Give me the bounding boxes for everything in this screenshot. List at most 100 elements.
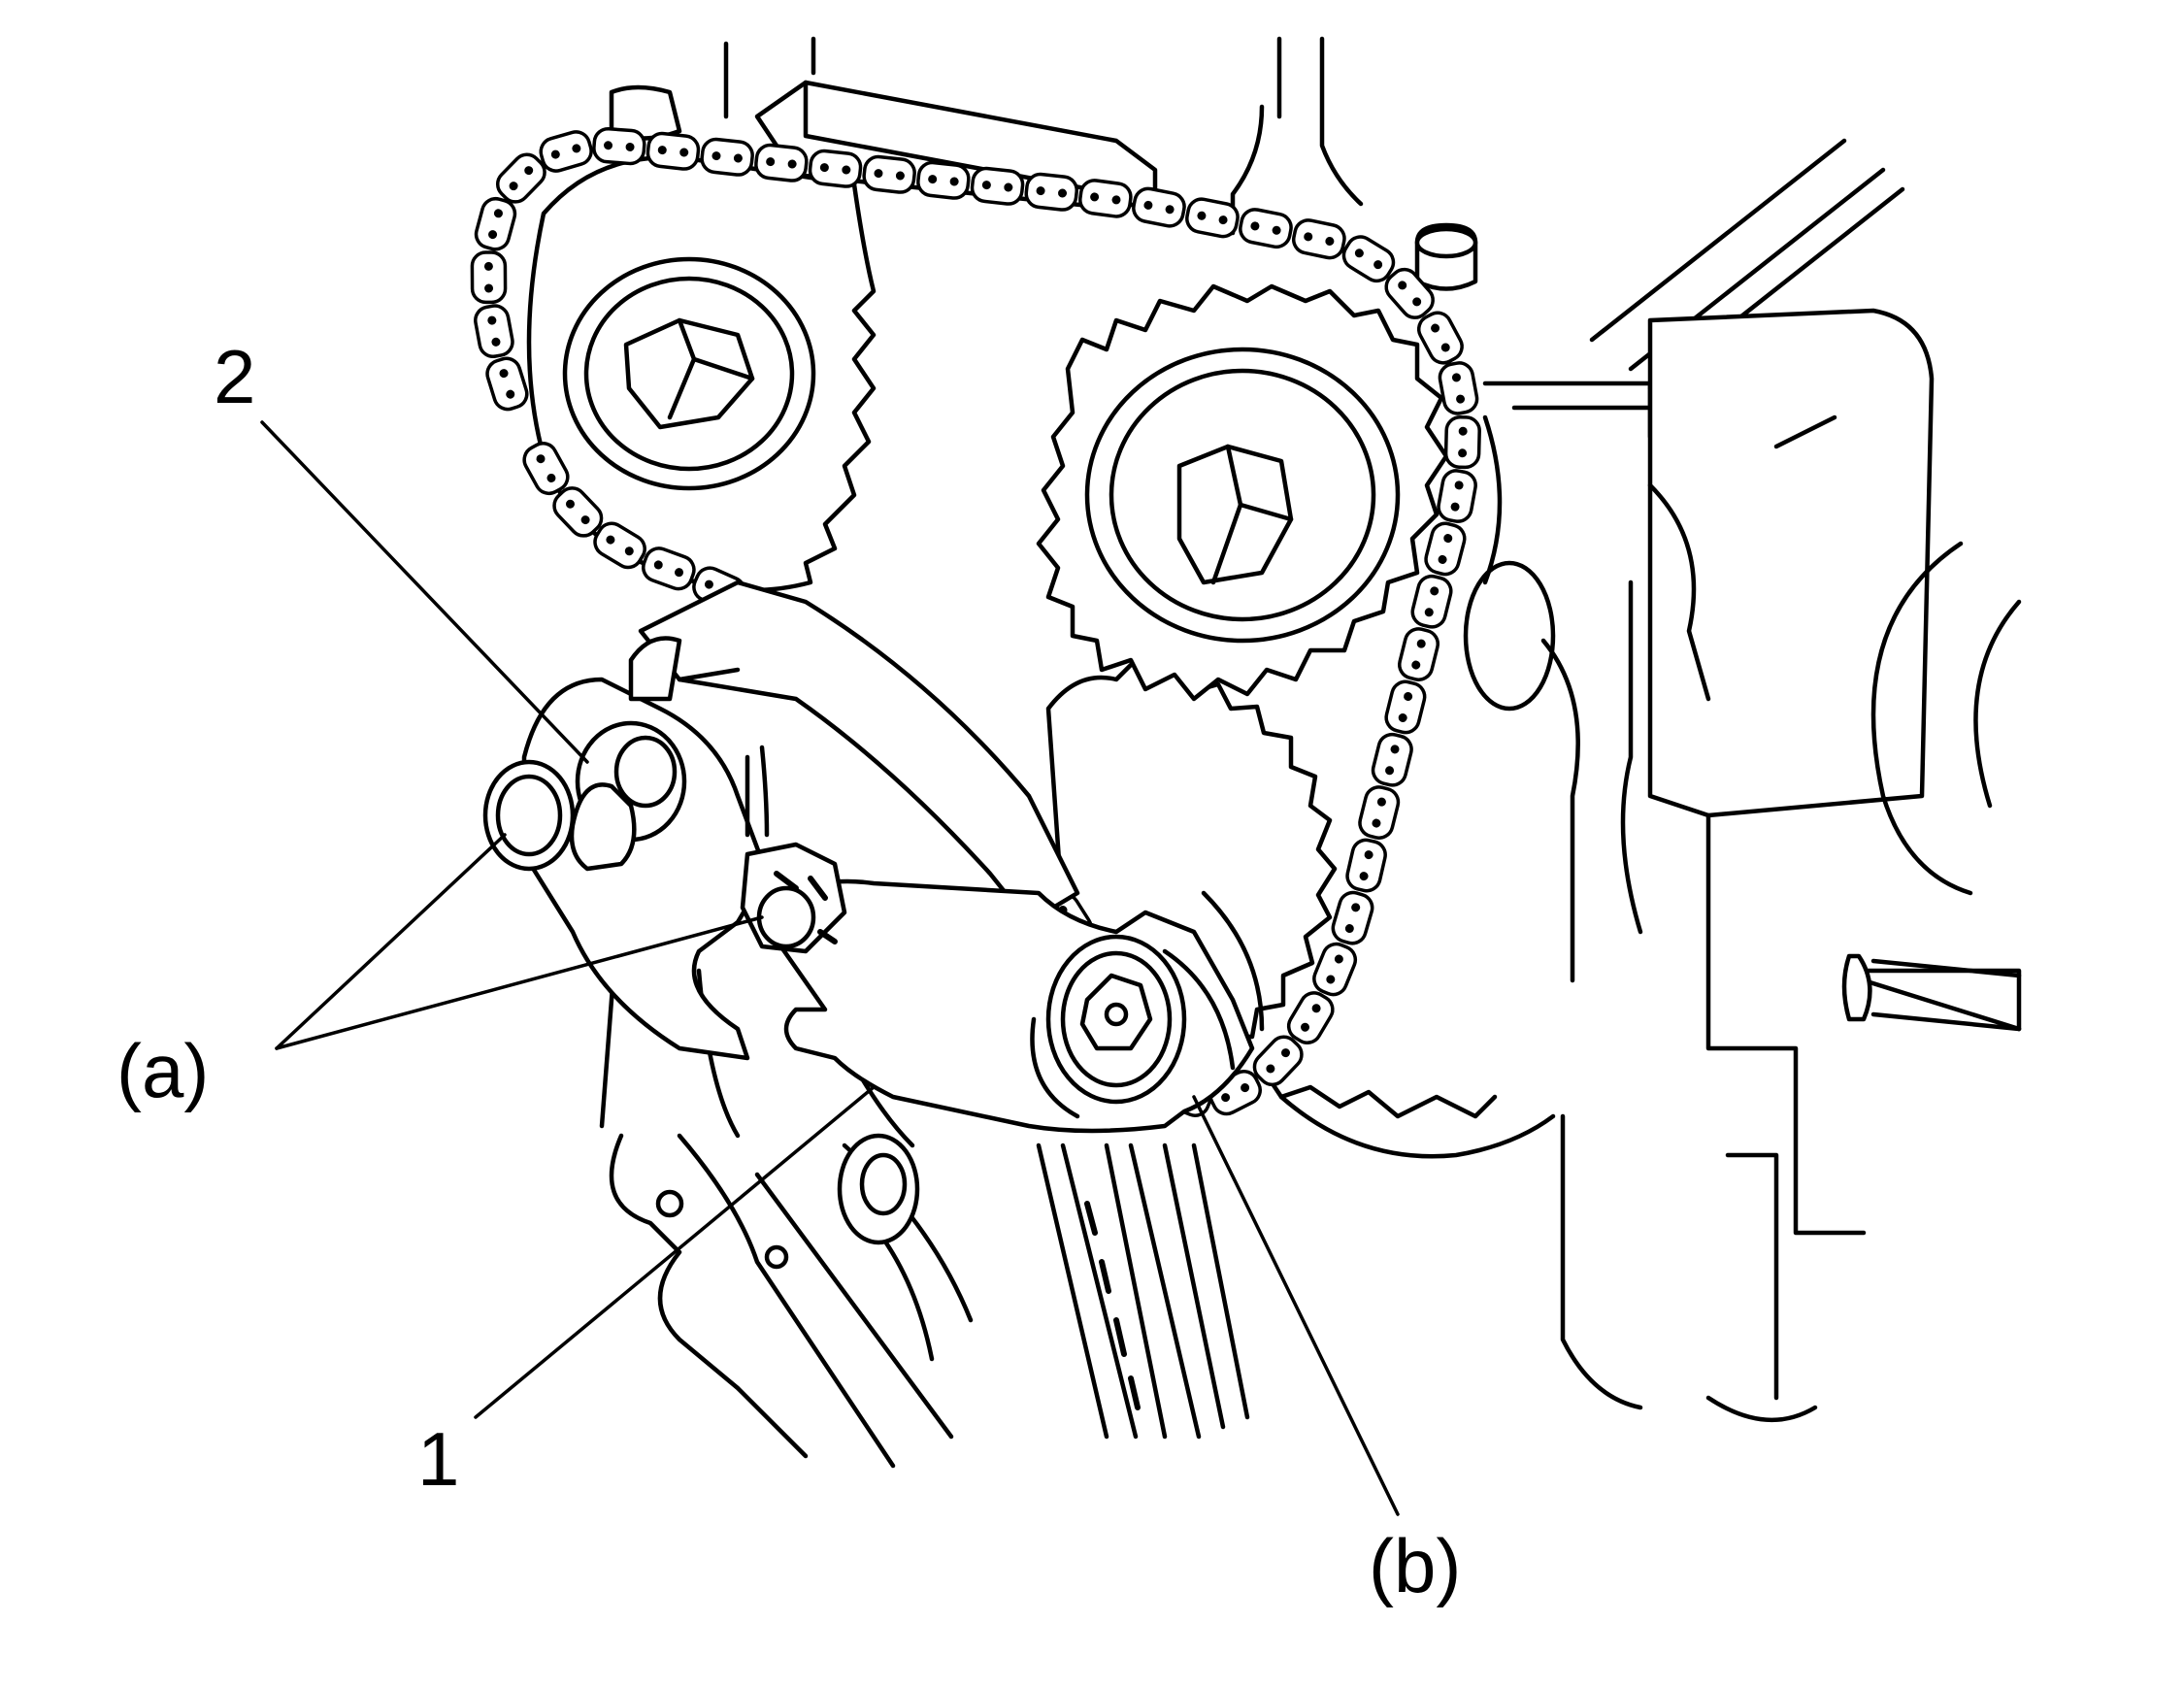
- chain-pin: [1385, 766, 1395, 776]
- chain-link: [1078, 179, 1133, 218]
- chain-pin: [483, 261, 493, 271]
- chain-pin: [1431, 323, 1440, 333]
- chain-link: [1341, 235, 1396, 283]
- chain-pin: [766, 157, 776, 167]
- callout-ref-a: (a): [116, 1028, 209, 1113]
- chain-link: [1358, 785, 1401, 840]
- chain-pin: [625, 142, 635, 151]
- chain-pin: [1281, 1048, 1291, 1058]
- chain-pin: [493, 209, 503, 218]
- chain-pin: [1325, 237, 1335, 247]
- chain-link: [970, 166, 1025, 206]
- chain-link: [1416, 311, 1464, 365]
- chain-pin: [1416, 639, 1426, 648]
- chain-link: [1410, 574, 1453, 629]
- chain-link: [1239, 208, 1293, 249]
- chain-link: [1371, 732, 1413, 787]
- chain-pin: [1458, 448, 1468, 458]
- chain-pin: [524, 166, 534, 176]
- chain-pin: [1351, 903, 1361, 912]
- chain-pin: [491, 337, 501, 347]
- chain-link: [539, 130, 593, 173]
- chain-pin: [787, 159, 797, 169]
- left-camshaft-sprocket: [526, 155, 877, 593]
- chain-pin: [1398, 712, 1407, 722]
- chain-pin: [1354, 248, 1364, 258]
- chain-pin: [1372, 818, 1381, 828]
- chain-pin: [546, 473, 556, 482]
- chain-pin: [1456, 394, 1466, 404]
- chain-link: [1384, 679, 1427, 735]
- chain-link: [1398, 627, 1440, 681]
- chain-pin: [1404, 692, 1413, 702]
- chain-link: [1185, 197, 1240, 239]
- callout-part-2: 2: [214, 334, 255, 419]
- chain-link: [474, 196, 517, 251]
- chain-pin: [819, 163, 829, 173]
- chain-pin: [928, 175, 938, 184]
- chain-pin: [1451, 373, 1461, 382]
- callout-ref-b: (b): [1369, 1523, 1461, 1608]
- chain-pin: [704, 580, 713, 589]
- callout-labels: 2 (a) 1 (b): [116, 334, 1461, 1608]
- chain-pin: [1359, 872, 1369, 881]
- chain-pin: [711, 151, 721, 161]
- chain-pin: [1036, 186, 1045, 196]
- chain-link: [916, 160, 971, 200]
- chain-link: [1024, 172, 1079, 212]
- chain-pin: [1390, 745, 1400, 754]
- chain-link: [1345, 838, 1387, 893]
- chain-pin: [675, 568, 684, 578]
- chain-pin: [657, 146, 667, 155]
- chain-pin: [1197, 211, 1207, 220]
- chain-pin: [1111, 195, 1121, 205]
- chain-pin: [624, 546, 634, 556]
- chain-pin: [1458, 426, 1468, 436]
- chain-pin: [1438, 554, 1447, 564]
- chain-pin: [1058, 188, 1068, 198]
- chain-link: [1437, 469, 1477, 523]
- chain-link: [1443, 414, 1481, 470]
- chain-link: [862, 154, 916, 194]
- chain-pin: [1424, 608, 1434, 617]
- chain-pin: [1250, 221, 1260, 231]
- chain-link: [700, 137, 754, 177]
- leader-part-2: [260, 420, 589, 764]
- chain-pin: [1443, 534, 1453, 544]
- chain-pin: [653, 560, 663, 570]
- leader-lines: [260, 420, 1400, 1516]
- chain-pin: [1004, 182, 1013, 192]
- chain-pin: [1218, 215, 1228, 225]
- chain-pin: [536, 454, 546, 464]
- chain-link: [1331, 890, 1374, 945]
- chain-pin: [1344, 924, 1354, 934]
- chain-link: [1384, 267, 1435, 319]
- chain-link: [645, 131, 701, 171]
- chain-pin: [1373, 260, 1383, 270]
- chain-link: [1438, 361, 1479, 415]
- chain-pin: [499, 369, 509, 379]
- chain-pin: [1090, 192, 1100, 202]
- chain-pin: [1430, 586, 1439, 596]
- chain-pin: [842, 165, 851, 175]
- leader-ref-a-2: [275, 915, 764, 1050]
- chain-pin: [1221, 1093, 1231, 1103]
- chain-pin: [1311, 1004, 1321, 1013]
- chain-link: [470, 250, 508, 305]
- chain-link: [1252, 1035, 1304, 1087]
- chain-pin: [1364, 850, 1373, 860]
- chain-pin: [1398, 281, 1407, 290]
- chain-pin: [1241, 1083, 1250, 1093]
- chain-pin: [487, 315, 497, 325]
- chain-pin: [1266, 1064, 1275, 1074]
- callout-part-1: 1: [417, 1416, 459, 1502]
- engine-block-outline: [609, 36, 2022, 1423]
- chain-pin: [981, 181, 991, 190]
- chain-pin: [1376, 797, 1386, 807]
- chain-pin: [1334, 954, 1343, 964]
- chain-pin: [1412, 297, 1422, 307]
- leader-ref-a-1: [275, 833, 507, 1050]
- chain-pin: [1440, 343, 1450, 352]
- chain-pin: [1304, 232, 1313, 242]
